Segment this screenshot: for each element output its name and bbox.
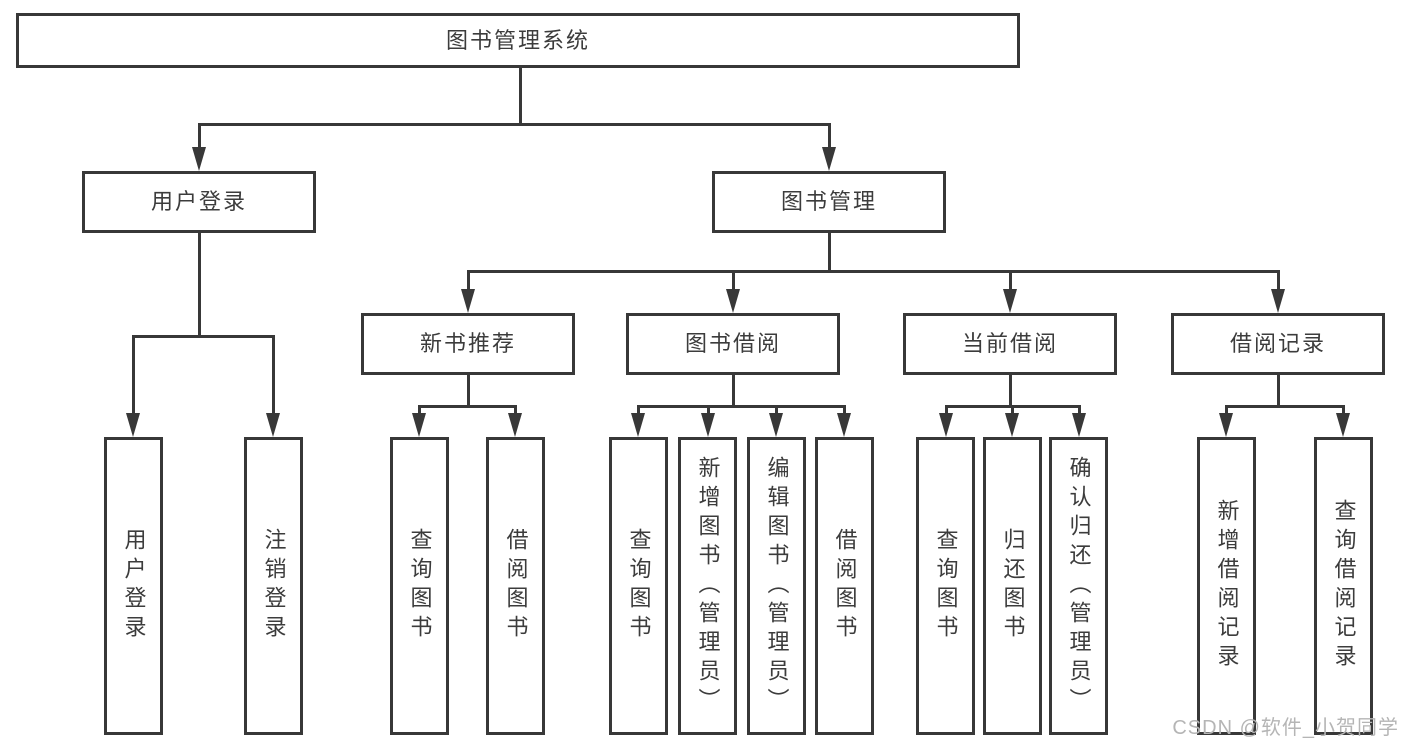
- arrowhead-down-icon: [701, 413, 715, 437]
- arrowhead-down-icon: [1072, 413, 1086, 437]
- connector-line: [417, 404, 421, 417]
- connector-line: [1224, 404, 1345, 408]
- leaf-label: 查询图书: [933, 528, 959, 644]
- node-library-management-system: 图书管理系统: [16, 13, 1020, 68]
- arrowhead-down-icon: [1219, 413, 1233, 437]
- arrowhead-down-icon: [192, 147, 206, 171]
- leaf-borrow-book: 借阅图书: [815, 437, 874, 735]
- leaf-label: 归还图书: [1000, 528, 1026, 644]
- connector-line: [1008, 375, 1012, 408]
- leaf-add-book-admin: 新增图书（管理员）: [678, 437, 737, 735]
- leaf-label: 借阅图书: [832, 528, 858, 644]
- connector-line: [636, 404, 846, 408]
- leaf-query-borrow-record: 查询借阅记录: [1314, 437, 1373, 735]
- node-new-book-recommend: 新书推荐: [361, 313, 575, 375]
- arrowhead-down-icon: [461, 289, 475, 313]
- connector-line: [731, 269, 735, 293]
- leaf-label: 确认归还（管理员）: [1066, 455, 1092, 717]
- leaf-user-login: 用户登录: [104, 437, 163, 735]
- connector-line: [944, 404, 948, 417]
- arrowhead-down-icon: [726, 289, 740, 313]
- connector-line: [131, 334, 135, 417]
- connector-line: [1276, 269, 1280, 293]
- connector-line: [827, 233, 831, 272]
- node-current-borrowing: 当前借阅: [903, 313, 1117, 375]
- node-label: 当前借阅: [961, 331, 1058, 356]
- arrowhead-down-icon: [1271, 289, 1285, 313]
- connector-line: [271, 334, 275, 417]
- leaf-query-book-newbook: 查询图书: [390, 437, 449, 735]
- leaf-query-book-current: 查询图书: [916, 437, 975, 735]
- connector-line: [636, 404, 640, 417]
- arrowhead-down-icon: [769, 413, 783, 437]
- node-label: 新书推荐: [419, 331, 516, 356]
- node-user-login: 用户登录: [82, 171, 316, 233]
- connector-line: [1010, 404, 1014, 417]
- leaf-add-borrow-record: 新增借阅记录: [1197, 437, 1256, 735]
- connector-line: [466, 375, 470, 408]
- leaf-return-book: 归还图书: [983, 437, 1042, 735]
- node-label: 用户登录: [150, 189, 247, 214]
- arrowhead-down-icon: [508, 413, 522, 437]
- arrowhead-down-icon: [126, 413, 140, 437]
- node-book-borrowing: 图书借阅: [626, 313, 840, 375]
- arrowhead-down-icon: [822, 147, 836, 171]
- leaf-logout: 注销登录: [244, 437, 303, 735]
- node-label: 图书借阅: [684, 331, 781, 356]
- arrowhead-down-icon: [266, 413, 280, 437]
- leaf-edit-book-admin: 编辑图书（管理员）: [747, 437, 806, 735]
- node-label: 图书管理系统: [445, 27, 590, 53]
- connector-line: [1008, 269, 1012, 293]
- connector-line: [513, 404, 517, 417]
- node-label: 图书管理: [780, 189, 877, 214]
- leaf-confirm-return-admin: 确认归还（管理员）: [1049, 437, 1108, 735]
- leaf-label: 新增图书（管理员）: [695, 455, 721, 717]
- arrowhead-down-icon: [1005, 413, 1019, 437]
- connector-line: [466, 269, 470, 293]
- arrowhead-down-icon: [939, 413, 953, 437]
- node-book-management: 图书管理: [712, 171, 946, 233]
- leaf-label: 注销登录: [261, 528, 287, 644]
- arrowhead-down-icon: [631, 413, 645, 437]
- connector-line: [1341, 404, 1345, 417]
- connector-line: [131, 334, 275, 338]
- arrowhead-down-icon: [1003, 289, 1017, 313]
- leaf-label: 借阅图书: [503, 528, 529, 644]
- connector-line: [518, 68, 522, 124]
- connector-line: [842, 404, 846, 417]
- leaf-borrow-book-newbook: 借阅图书: [486, 437, 545, 735]
- node-label: 借阅记录: [1229, 331, 1326, 356]
- csdn-watermark: CSDN @软件_小贺同学: [1172, 717, 1399, 739]
- leaf-label: 新增借阅记录: [1214, 499, 1240, 673]
- connector-line: [774, 404, 778, 417]
- arrowhead-down-icon: [1336, 413, 1350, 437]
- arrowhead-down-icon: [412, 413, 426, 437]
- connector-line: [1224, 404, 1228, 417]
- connector-line: [706, 404, 710, 417]
- connector-line: [827, 122, 831, 150]
- leaf-label: 查询图书: [626, 528, 652, 644]
- leaf-label: 编辑图书（管理员）: [764, 455, 790, 717]
- leaf-label: 查询借阅记录: [1331, 499, 1357, 673]
- leaf-label: 用户登录: [121, 528, 147, 644]
- connector-line: [1077, 404, 1081, 417]
- connector-line: [197, 122, 201, 150]
- arrowhead-down-icon: [837, 413, 851, 437]
- connector-line: [731, 375, 735, 408]
- node-borrowing-records: 借阅记录: [1171, 313, 1385, 375]
- connector-line: [197, 122, 831, 126]
- connector-line: [1276, 375, 1280, 408]
- connector-line: [417, 404, 517, 408]
- connector-line: [466, 269, 1280, 273]
- leaf-query-book-borrow: 查询图书: [609, 437, 668, 735]
- leaf-label: 查询图书: [407, 528, 433, 644]
- connector-line: [197, 233, 201, 337]
